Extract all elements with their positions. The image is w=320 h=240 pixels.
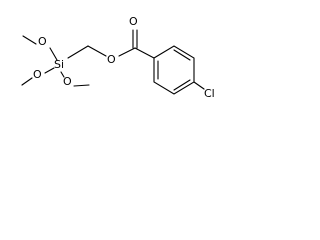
atom-chlorine: Cl <box>204 87 215 100</box>
atom-o-methoxy-left: O <box>33 68 42 81</box>
bond-o-left-si <box>44 67 55 74</box>
atom-o-methoxy-top: O <box>38 35 47 48</box>
bond-methyl-o-top <box>22 35 37 45</box>
benzene-ring <box>153 45 195 95</box>
atom-o-methoxy-bottom: O <box>63 75 72 88</box>
bond-carbonyl-c-ring <box>134 47 155 59</box>
ring-inner-bond-3 <box>173 79 191 91</box>
bond-o-ester-carbonyl-c <box>118 47 136 57</box>
bond-ch2-o-ester <box>87 45 107 57</box>
bond-ring-cl <box>193 81 205 90</box>
molecule-structure: O O O Si O O Cl <box>21 15 215 100</box>
bond-o-top-si <box>49 47 58 61</box>
bond-si-o-bottom <box>60 71 65 78</box>
bond-o-bottom-methyl <box>73 84 90 87</box>
bond-methyl-o-left <box>21 77 33 86</box>
atom-o-carbonyl: O <box>129 15 138 28</box>
atom-silicon: Si <box>54 58 64 71</box>
atom-o-ester: O <box>107 53 116 66</box>
structure-canvas: O O O Si O O Cl <box>0 0 250 123</box>
ring-inner-bond-2 <box>173 49 191 61</box>
bond-si-ch2 <box>67 45 89 59</box>
